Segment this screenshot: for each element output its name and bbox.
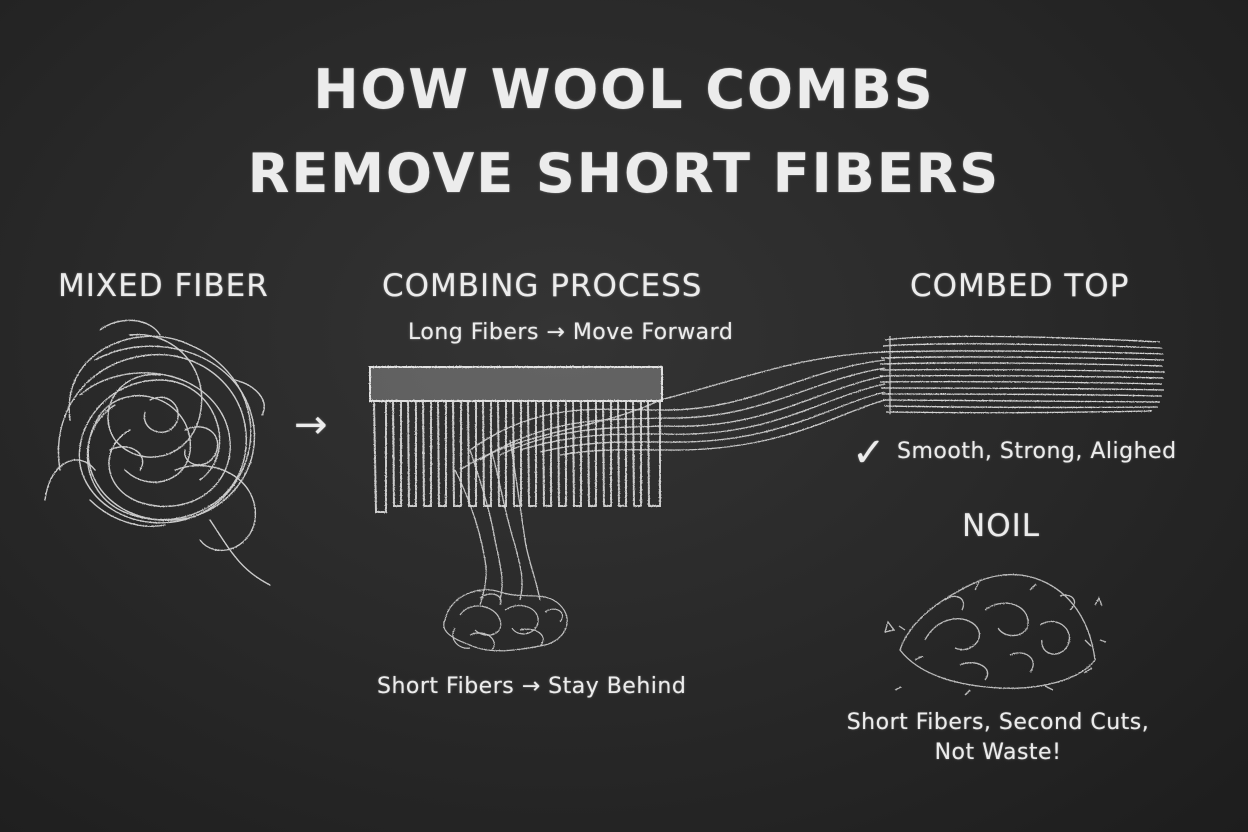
combed-top-qualities: Smooth, Strong, Alighed [897,439,1177,464]
short-fibers-note: Short Fibers → Stay Behind [377,674,687,699]
title-line-2: REMOVE SHORT FIBERS [247,142,1001,205]
mixed-fiber-heading: MIXED FIBER [58,268,269,304]
combed-top-heading: COMBED TOP [910,268,1130,304]
noil-heading: NOIL [962,508,1041,544]
short-fibers-icon [443,439,568,652]
noil-caption-line-1: Short Fibers, Second Cuts, [846,710,1150,735]
comb-icon [369,366,663,513]
check-icon: ✓ [852,430,887,476]
noil-pile-icon [884,573,1107,696]
noil-caption-line-2: Not Waste! [934,740,1062,765]
short-fiber-clump [443,589,568,652]
long-fibers-icon [459,351,886,471]
arrow-icon: → [294,402,329,448]
tangled-fiber-icon [44,319,271,586]
title-line-1: HOW WOOL COMBS [313,58,935,121]
combed-top-icon [879,335,1166,414]
combing-process-heading: COMBING PROCESS [382,268,703,304]
long-fibers-note: Long Fibers → Move Forward [408,320,734,345]
